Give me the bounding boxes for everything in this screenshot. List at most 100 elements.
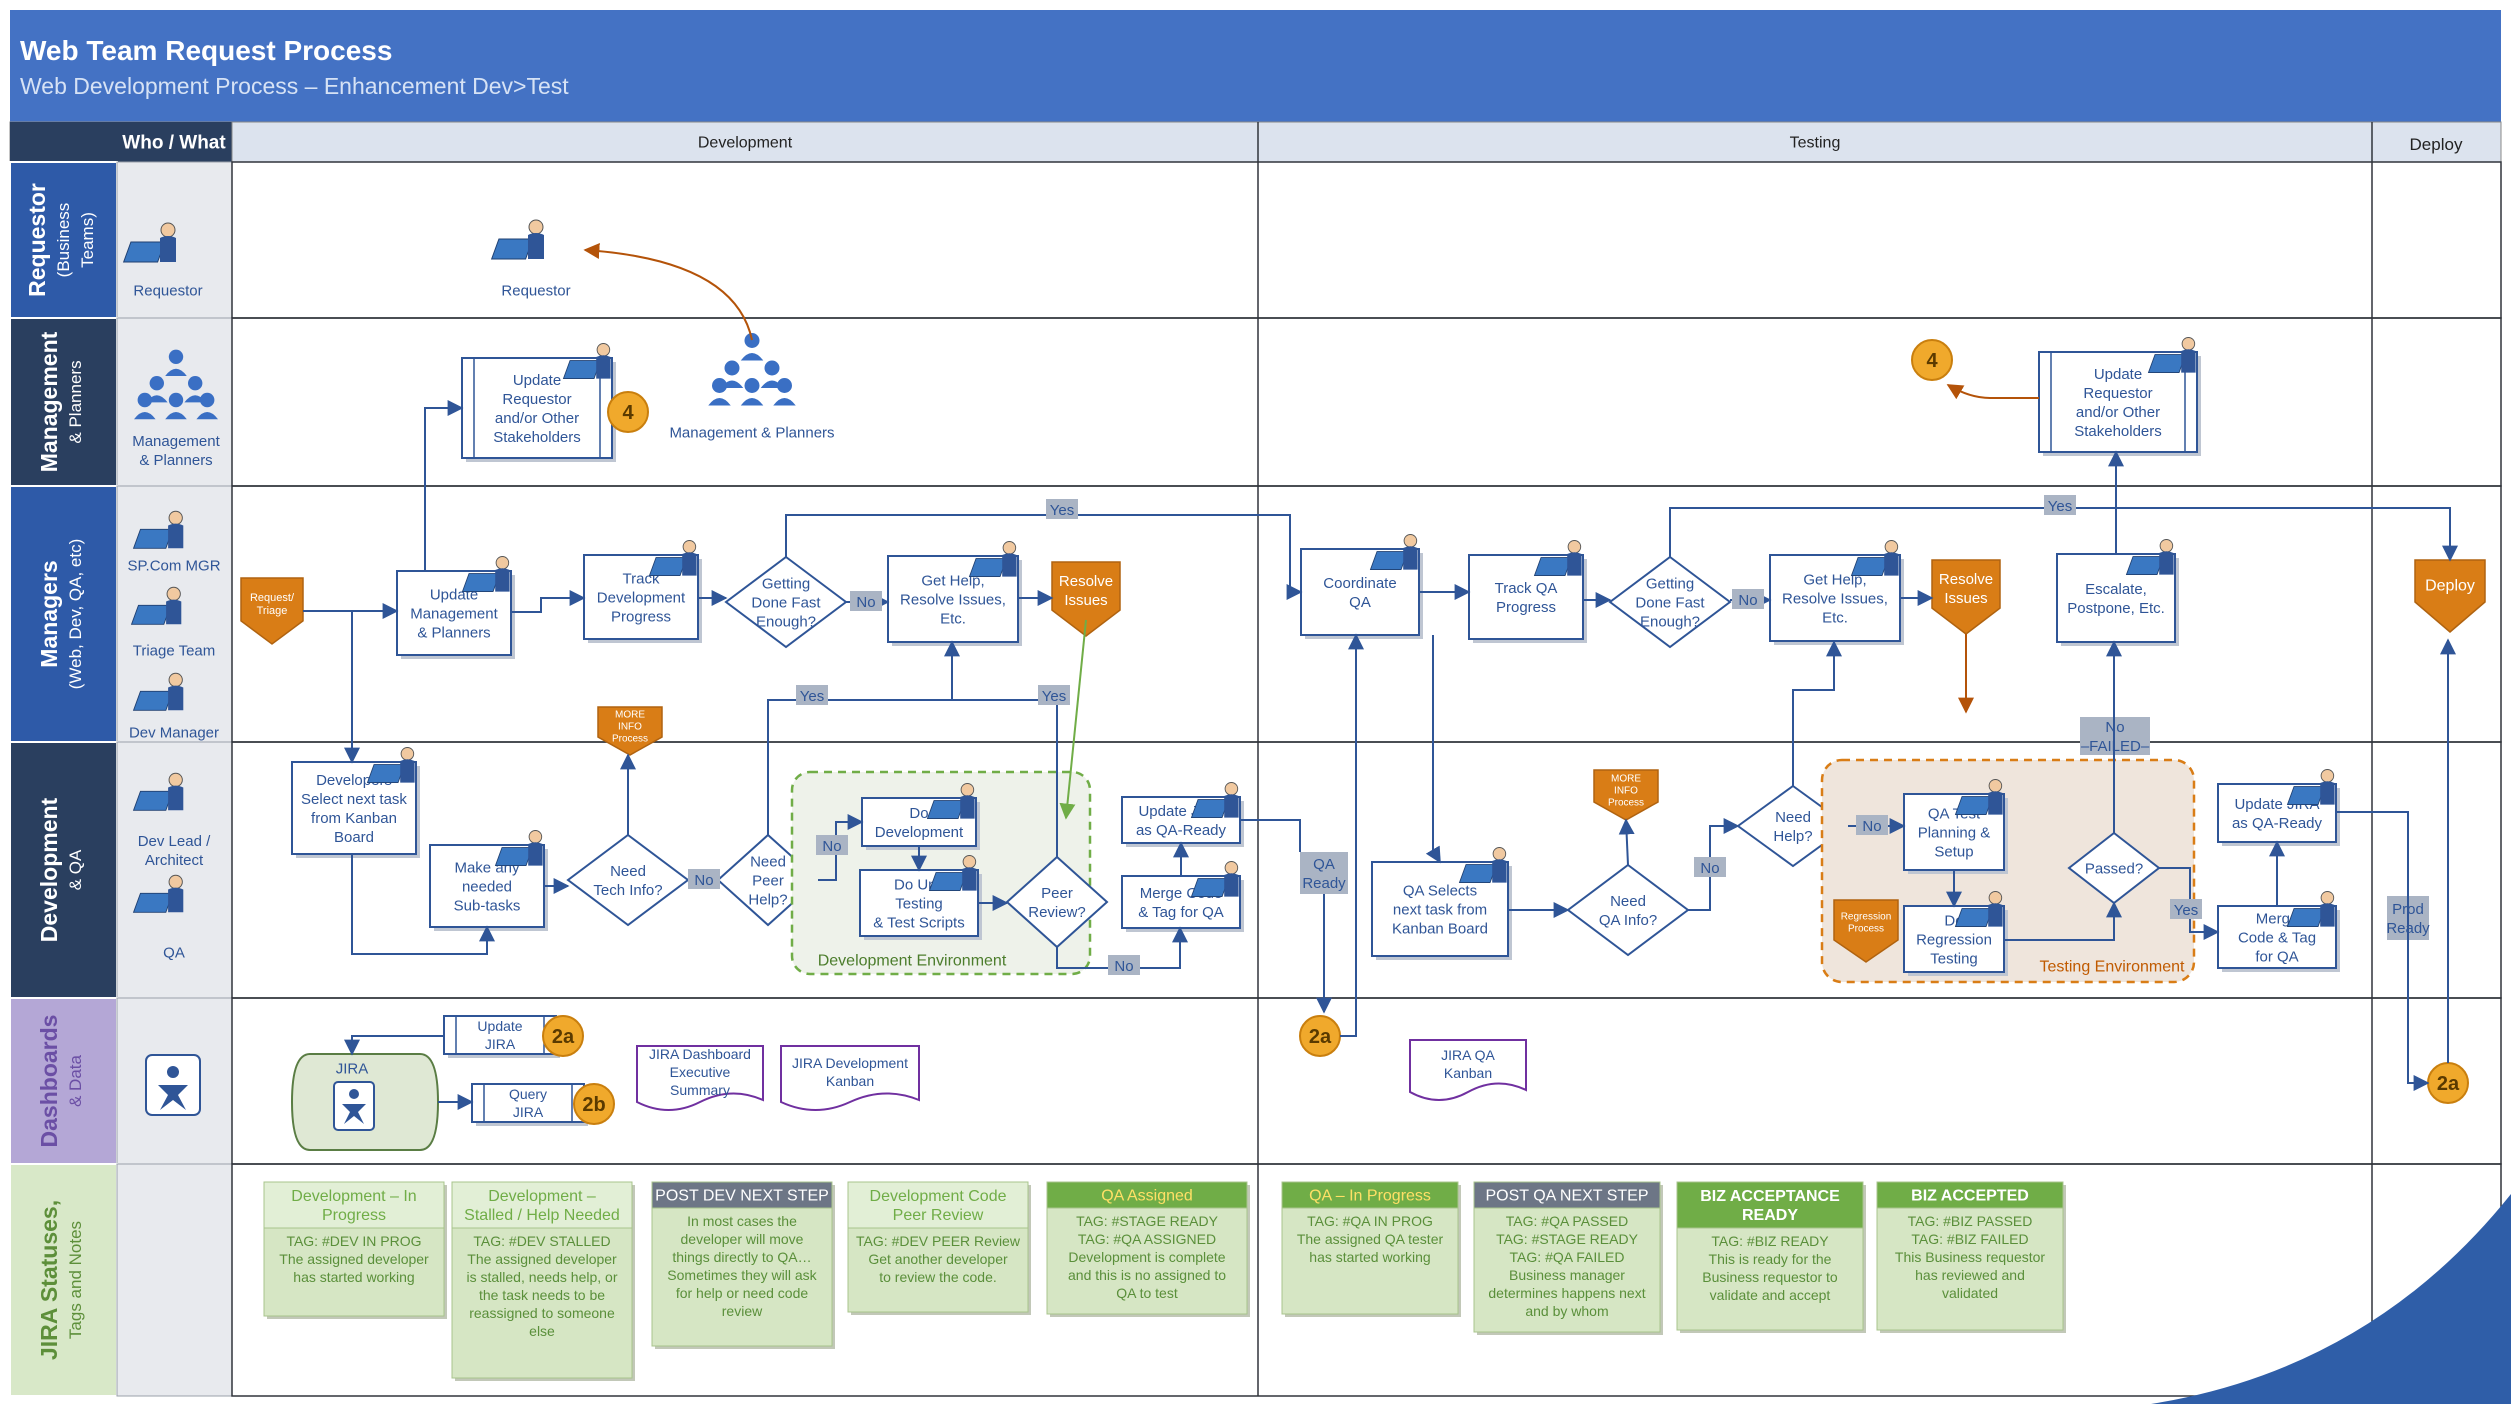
body-shape [2159, 551, 2174, 575]
body-shape [1567, 552, 1582, 576]
offpage-shape [240, 577, 304, 645]
update-jira-qa-ready-2-box-person-icon [2286, 769, 2335, 806]
merge-code-qa-box[interactable]: Merge Code& Tag for QA [1121, 861, 1244, 933]
body-shape [196, 412, 218, 420]
head-shape [400, 747, 415, 761]
make-subtasks-box-person-icon [494, 830, 543, 867]
deploy-shape[interactable]: Deploy [2414, 559, 2486, 633]
connector-2a-dev[interactable]: 2a [542, 1015, 584, 1057]
unit-test-box-person-icon [928, 855, 977, 892]
escalate-box[interactable]: Escalate,Postpone, Etc. [2056, 539, 2179, 647]
jira-database-label: JIRA [336, 1060, 369, 1077]
head-shape [137, 392, 152, 408]
lane-header-managers [9, 485, 118, 743]
update-to-stakeholders-arrow [424, 400, 464, 571]
passed-decision[interactable]: Passed? [2067, 831, 2161, 905]
body-shape [528, 842, 543, 866]
connector-text: 4 [622, 402, 634, 424]
edge-label-text: Yes [1042, 688, 1066, 705]
head-shape [744, 378, 760, 393]
role-management-label: Management& Planners [132, 433, 220, 469]
body-shape [682, 552, 697, 576]
connector-4-right[interactable]: 4 [1911, 339, 1953, 381]
get-help-1-box[interactable]: Get Help,Resolve Issues,Etc. [887, 541, 1022, 647]
body-shape [773, 398, 796, 406]
stakeholders-to-connector-arrow [1946, 384, 2039, 400]
monitor-shape [132, 528, 174, 549]
yes-label-top: Yes [1046, 499, 1078, 519]
monitor-shape [494, 847, 534, 867]
head-shape [166, 586, 181, 602]
devmgr-role-icon [132, 672, 184, 711]
connector-4-left[interactable]: 4 [607, 391, 649, 433]
monitor-shape [1533, 557, 1573, 577]
edge-label-text: No [856, 594, 875, 611]
monitor-shape [132, 892, 174, 913]
body-shape [960, 795, 975, 819]
monitor-shape [648, 557, 688, 577]
edge-label-bg [796, 685, 828, 705]
connector-2a-deploy[interactable]: 2a [2427, 1062, 2469, 1104]
jira-logo-body [158, 1085, 188, 1110]
lane-roles-jira [116, 1163, 233, 1397]
escalate-box-label: Escalate,Postpone, Etc. [2067, 581, 2165, 617]
request-triage-shape[interactable]: Request/Triage [240, 577, 304, 645]
connector-2b[interactable]: 2b [573, 1083, 615, 1125]
body-shape [1224, 794, 1239, 818]
head-shape [712, 378, 727, 393]
yes-to-coordinate-arrow [785, 514, 1303, 600]
body-shape [168, 785, 184, 811]
connector-2a-qa[interactable]: 2a [1299, 1015, 1341, 1057]
coordinate-to-qa-selects-arrow [1425, 635, 1441, 864]
edge-label-bg [2044, 495, 2076, 515]
body-shape [134, 412, 156, 420]
merge-code-qa-2-box-person-icon [2286, 891, 2335, 928]
head-shape [2320, 769, 2335, 783]
body-shape [168, 887, 184, 913]
head-shape [2181, 337, 2196, 351]
connector-text: 2b [582, 1094, 605, 1116]
get-help-2-box[interactable]: Get Help,Resolve Issues,Etc. [1769, 540, 1904, 646]
body-shape [2320, 903, 2335, 927]
jira-database[interactable]: JIRA [290, 1053, 440, 1151]
card-header [847, 1181, 1029, 1229]
role-triage-label: Triage Team [133, 642, 216, 659]
connector-circle [1911, 339, 1953, 381]
development-column-label: Development [698, 135, 793, 152]
connector-text: 2a [1309, 1026, 1332, 1048]
devlead-role-icon [132, 772, 184, 811]
